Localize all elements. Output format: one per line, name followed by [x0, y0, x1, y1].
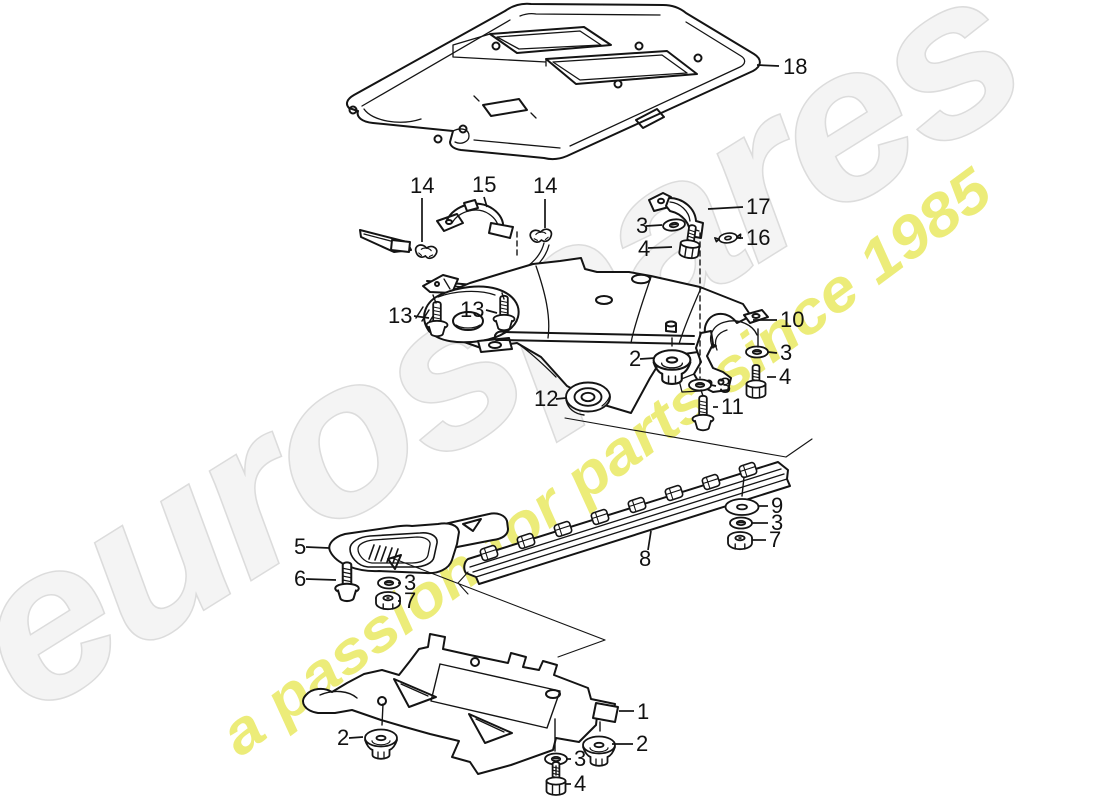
part-number-3: 3: [404, 570, 416, 595]
part-number-5: 5: [294, 534, 306, 559]
washer-3: [745, 345, 769, 359]
callout-leader-18: [756, 64, 780, 67]
cross-bar: [494, 320, 695, 345]
part-number-3: 3: [771, 510, 783, 535]
washer-3: [688, 378, 712, 392]
part-number-11: 11: [721, 394, 744, 419]
callout-leader-3: [645, 224, 663, 227]
callout-leader-6: [305, 578, 337, 581]
part-number-4: 4: [779, 364, 791, 389]
part-number-4: 4: [638, 236, 650, 261]
callout-leader-2: [348, 736, 364, 739]
connector-lines: [381, 231, 813, 776]
arch-cutout: [710, 320, 758, 351]
callout-leader-8: [647, 530, 652, 551]
part-number-7: 7: [404, 588, 416, 613]
part-number-17: 17: [746, 194, 770, 219]
retaining-rail-8: [463, 460, 791, 585]
part-number-3: 3: [636, 213, 648, 238]
part-number-10: 10: [780, 307, 804, 332]
part-number-2: 2: [337, 725, 349, 750]
underbody-panel-1: [302, 633, 619, 775]
washer-9: [724, 498, 760, 516]
callout-leader-4: [647, 246, 673, 249]
part-number-2: 2: [636, 731, 648, 756]
washer-3: [729, 516, 753, 530]
part-number-3: 3: [574, 746, 586, 771]
nut-7: [375, 591, 401, 611]
part-number-6: 6: [294, 566, 306, 591]
callout-leader-13: [413, 315, 430, 319]
part-number-3: 3: [780, 340, 792, 365]
callout-leader-17: [707, 206, 744, 210]
part-number-9: 9: [771, 493, 783, 518]
callout-leader-2: [639, 357, 656, 360]
part-number-13: 13: [460, 297, 484, 322]
panel-1-tab: [592, 702, 619, 723]
bracket-5: [328, 512, 509, 575]
callout-leader-3: [767, 351, 778, 354]
callout-leader-3: [710, 384, 717, 387]
attachment-clip-10: [743, 309, 769, 324]
part-number-16: 16: [746, 225, 770, 250]
bracket-15: [436, 199, 514, 239]
part-number-14: 14: [410, 173, 434, 198]
part-number-8: 8: [639, 546, 651, 571]
part-number-12: 12: [534, 386, 558, 411]
part-number-7: 7: [769, 527, 781, 552]
part-number-14: 14: [533, 173, 557, 198]
clip-14-right: [528, 227, 554, 244]
callout-leader-13: [485, 309, 498, 314]
callout-leader-12: [555, 397, 567, 400]
part-number-4: 4: [574, 771, 586, 796]
support-rail-assembly: [359, 199, 550, 309]
callout-leader-5: [305, 546, 330, 549]
part-number-18: 18: [783, 54, 807, 79]
part-number-1: 1: [637, 699, 649, 724]
callout-leader-15: [483, 196, 488, 208]
part-number-2: 2: [629, 346, 641, 371]
part-number-15: 15: [472, 172, 496, 197]
nut-7: [727, 531, 753, 551]
part-number-3: 3: [719, 373, 731, 398]
washer-3: [377, 576, 401, 590]
part-number-13: 13: [388, 303, 412, 328]
